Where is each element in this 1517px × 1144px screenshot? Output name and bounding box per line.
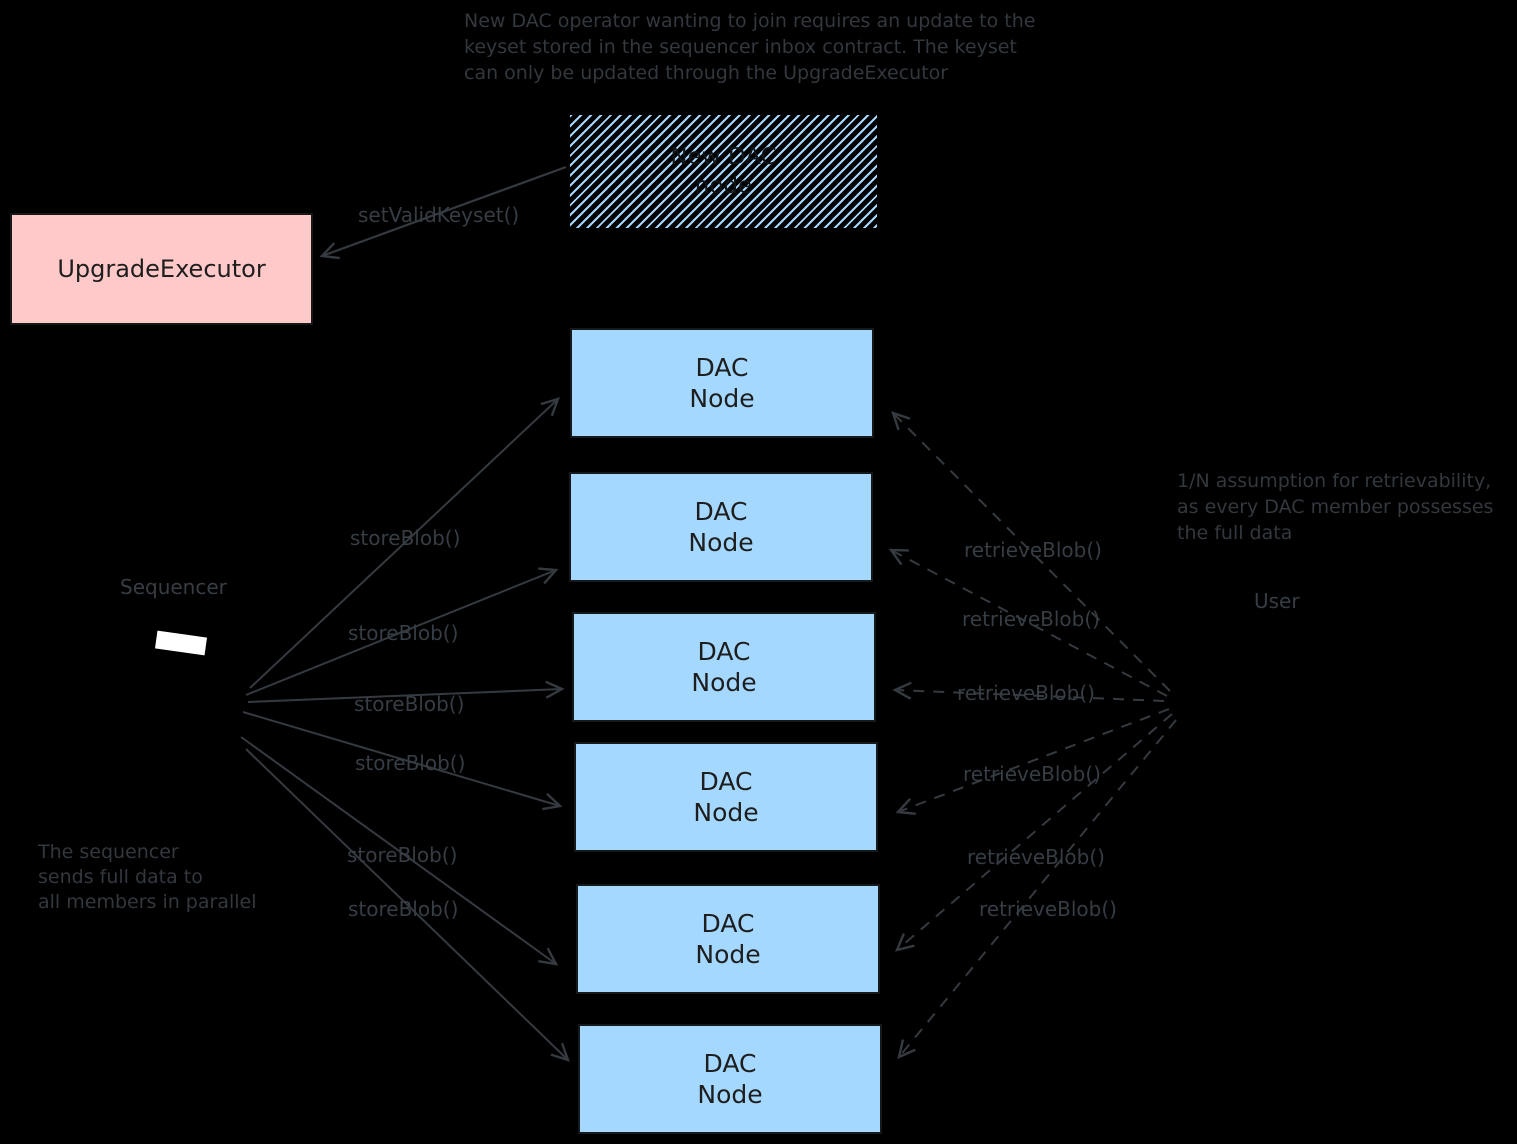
store-blob-arrow-6 bbox=[245, 748, 570, 1062]
store-blob-arrow-4 bbox=[242, 711, 563, 811]
retrieve-blob-arrow-3 bbox=[892, 681, 1165, 702]
store-blob-label-2: storeBlob() bbox=[348, 621, 459, 645]
store-blob-label-3: storeBlob() bbox=[354, 692, 465, 716]
retrieve-blob-arrow-6 bbox=[897, 719, 1177, 1060]
right-note: 1/N assumption for retrievability, as ev… bbox=[1177, 470, 1494, 544]
store-blob-label-6: storeBlob() bbox=[348, 897, 459, 921]
sequencer-label: Sequencer bbox=[120, 575, 227, 599]
dac-node-box-3: DAC Node bbox=[572, 612, 876, 722]
bottom-left-note: The sequencer sends full data to all mem… bbox=[38, 841, 257, 913]
retrieve-blob-arrow-1 bbox=[891, 411, 1171, 692]
set-valid-keyset-arrow bbox=[319, 165, 567, 260]
store-blob-arrow-3 bbox=[247, 680, 565, 703]
dac-node-box-6: DAC Node bbox=[578, 1024, 882, 1134]
store-blob-arrow-2 bbox=[245, 567, 559, 696]
dac-node-box-4: DAC Node bbox=[574, 742, 878, 852]
dac-node-box-5: DAC Node bbox=[576, 884, 880, 994]
store-blob-label-1: storeBlob() bbox=[350, 526, 461, 550]
dac-node-box-1: DAC Node bbox=[570, 328, 874, 438]
retrieve-blob-label-5: retrieveBlob() bbox=[967, 845, 1105, 869]
retrieve-blob-arrow-5 bbox=[894, 713, 1173, 952]
set-valid-keyset-label: setValidKeyset() bbox=[358, 203, 520, 227]
new-dac-node-box: New DAC node bbox=[570, 115, 877, 228]
store-blob-arrow-1 bbox=[249, 397, 560, 689]
retrieve-blob-label-4: retrieveBlob() bbox=[963, 762, 1101, 786]
dac-node-box-2: DAC Node bbox=[569, 472, 873, 582]
retrieve-blob-label-3: retrieveBlob() bbox=[957, 681, 1095, 705]
store-blob-label-5: storeBlob() bbox=[347, 843, 458, 867]
store-blob-arrow-5 bbox=[240, 736, 559, 966]
retrieve-blob-arrow-4 bbox=[895, 708, 1170, 815]
retrieve-blob-label-6: retrieveBlob() bbox=[979, 897, 1117, 921]
user-label: User bbox=[1254, 589, 1300, 613]
retrieve-blob-label-2: retrieveBlob() bbox=[962, 607, 1100, 631]
retrieve-blob-arrow-2 bbox=[888, 548, 1168, 697]
store-blob-label-4: storeBlob() bbox=[355, 751, 466, 775]
retrieve-blob-label-1: retrieveBlob() bbox=[964, 538, 1102, 562]
top-note: New DAC operator wanting to join require… bbox=[464, 10, 1036, 84]
upgrade-executor-box: UpgradeExecutor bbox=[10, 213, 313, 325]
